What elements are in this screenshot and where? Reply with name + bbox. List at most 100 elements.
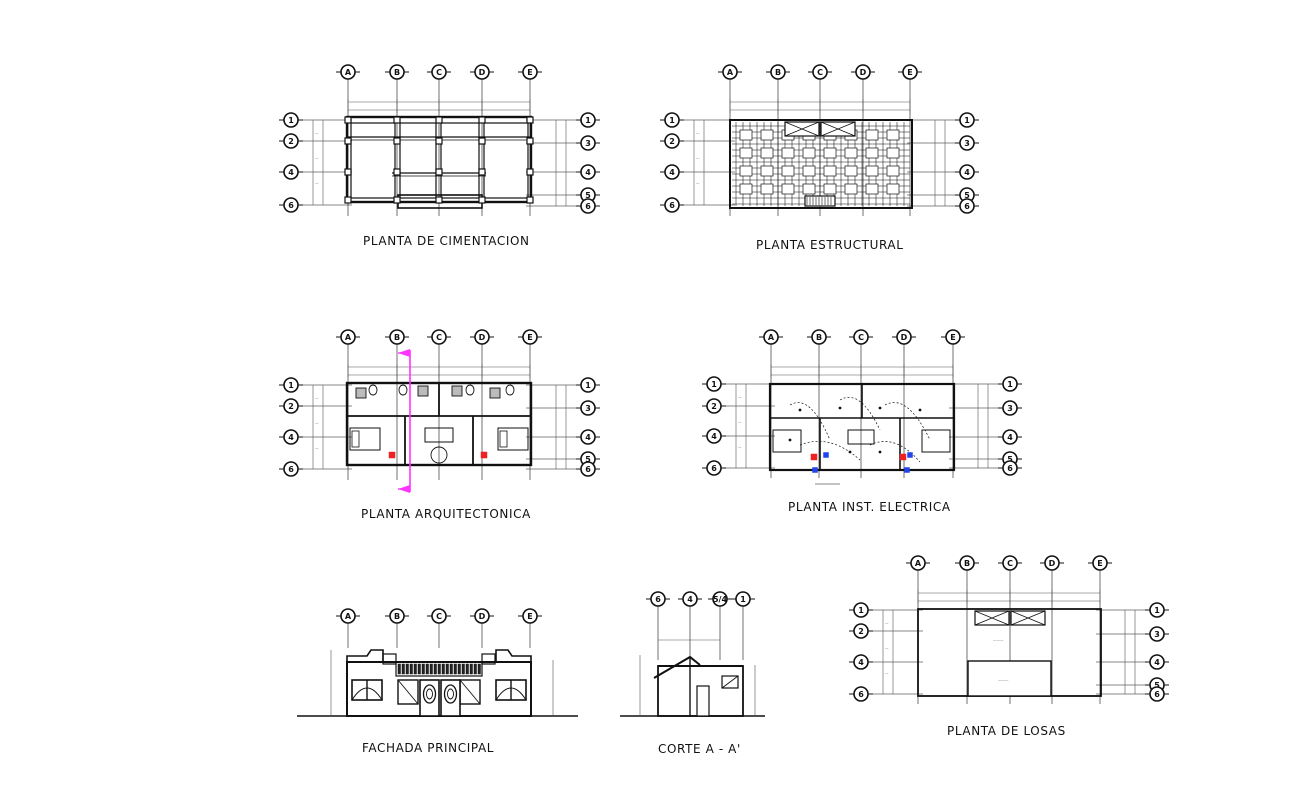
- grid-bubble-label: 6: [655, 595, 661, 604]
- grid-row-right-6: 6: [576, 198, 600, 214]
- title-electrica: PLANTA INST. ELECTRICA: [788, 500, 951, 514]
- light-point: [798, 408, 802, 412]
- grid-bubble-label: B: [816, 333, 822, 342]
- toilet: [505, 384, 515, 396]
- circuit-run: [789, 402, 831, 441]
- title-estructural: PLANTA ESTRUCTURAL: [756, 238, 904, 252]
- grid-bubble-label: 1: [964, 116, 970, 125]
- title-arquitectonica: PLANTA ARQUITECTONICA: [361, 507, 531, 521]
- grid-bubble-label: 4: [288, 168, 294, 177]
- grid-bubble-label: 6: [288, 465, 294, 474]
- circuit-run: [869, 441, 921, 463]
- grid-row-left-6: 6: [660, 197, 684, 213]
- grid-bubble-label: 4: [1154, 658, 1160, 667]
- grid-bubble-label: 4: [585, 433, 591, 442]
- dimension-text: —: [696, 181, 700, 185]
- grid-row-right-6: 6: [576, 461, 600, 477]
- section-axis-5/4: 5/4: [708, 591, 732, 607]
- footing: [393, 196, 401, 204]
- grid-bubble-label: 3: [1007, 404, 1013, 413]
- grid-bubble-label: A: [727, 68, 734, 77]
- grid-bubble-label: D: [479, 333, 486, 342]
- framing-block: [739, 183, 753, 195]
- opening-x: [1010, 610, 1046, 626]
- grid-row-left-1: 1: [849, 602, 873, 618]
- grid-bubble-label: B: [394, 333, 400, 342]
- grid-row-left-6: 6: [849, 686, 873, 702]
- grid-row-left-2: 2: [702, 398, 726, 414]
- railing-bar: [473, 663, 477, 675]
- footing: [344, 116, 352, 124]
- toilet: [465, 384, 475, 396]
- parapet-left: [346, 649, 384, 662]
- grid-bubble-label: E: [527, 333, 532, 342]
- grid-bubble-label: 6: [585, 202, 591, 211]
- grid-row-left-2: 2: [660, 133, 684, 149]
- window-diag: [397, 679, 419, 705]
- door-ornament-inner: [447, 688, 454, 700]
- chimney-right: [481, 653, 496, 665]
- grid-col-B: B: [807, 329, 831, 345]
- framing-block: [823, 147, 837, 159]
- framing-block: [886, 129, 900, 141]
- footing: [393, 168, 401, 176]
- grid-col-B: B: [385, 64, 409, 80]
- outlet-blue: [812, 467, 818, 473]
- railing-bar: [425, 663, 429, 675]
- grid-bubble-label: 4: [585, 168, 591, 177]
- grid-col-E: E: [518, 64, 542, 80]
- fixture: [489, 387, 501, 399]
- grid-col-B: B: [385, 329, 409, 345]
- structure-outline: [729, 119, 913, 209]
- grid-bubble-label: 1: [288, 116, 294, 125]
- door-ornament: [443, 684, 458, 704]
- grid-col-B: B: [955, 555, 979, 571]
- railing-bar: [477, 663, 481, 675]
- outlet-blue: [823, 452, 829, 458]
- grid-col-D: D: [851, 64, 875, 80]
- panel-red: [810, 453, 818, 461]
- pillow: [351, 430, 360, 448]
- circuit-run: [884, 402, 931, 441]
- framing-block: [886, 183, 900, 195]
- window-diag: [721, 675, 739, 689]
- grid-row-right-3: 3: [576, 400, 600, 416]
- grid-bubble-label: 2: [711, 402, 717, 411]
- grid-bubble-label: 6: [669, 201, 675, 210]
- railing-bar: [445, 663, 449, 675]
- grid-row-right-1: 1: [576, 377, 600, 393]
- circuit-run: [799, 440, 861, 461]
- railing-band: [395, 661, 483, 677]
- grid-bubble-label: 2: [288, 402, 294, 411]
- grid-bubble-label: D: [1049, 559, 1056, 568]
- grid-bubble-label: 6: [711, 464, 717, 473]
- grid-row-left-1: 1: [702, 376, 726, 392]
- grid-bubble-label: 1: [1154, 606, 1160, 615]
- red-mark: [388, 451, 396, 459]
- grid-row-left-4: 4: [849, 654, 873, 670]
- railing-bar: [413, 663, 417, 675]
- grid-row-left-4: 4: [660, 164, 684, 180]
- dimension-text: —: [738, 445, 742, 449]
- grid-bubble-label: 1: [740, 595, 746, 604]
- grid-bubble-label: E: [950, 333, 955, 342]
- fixture: [355, 387, 367, 399]
- grid-row-left-1: 1: [660, 112, 684, 128]
- grid-row-right-3: 3: [576, 135, 600, 151]
- grid-bubble-label: 3: [585, 139, 591, 148]
- light-point: [848, 450, 852, 454]
- grid-bubble-label: 6: [964, 202, 970, 211]
- footing: [393, 137, 401, 145]
- footing: [435, 137, 443, 145]
- grid-col-D: D: [1040, 555, 1064, 571]
- bed: [772, 429, 802, 453]
- grid-bubble-label: 1: [288, 381, 294, 390]
- framing-block: [760, 165, 774, 177]
- footing: [478, 116, 486, 124]
- grid-col-A: A: [336, 329, 360, 345]
- railing-bar: [469, 663, 473, 675]
